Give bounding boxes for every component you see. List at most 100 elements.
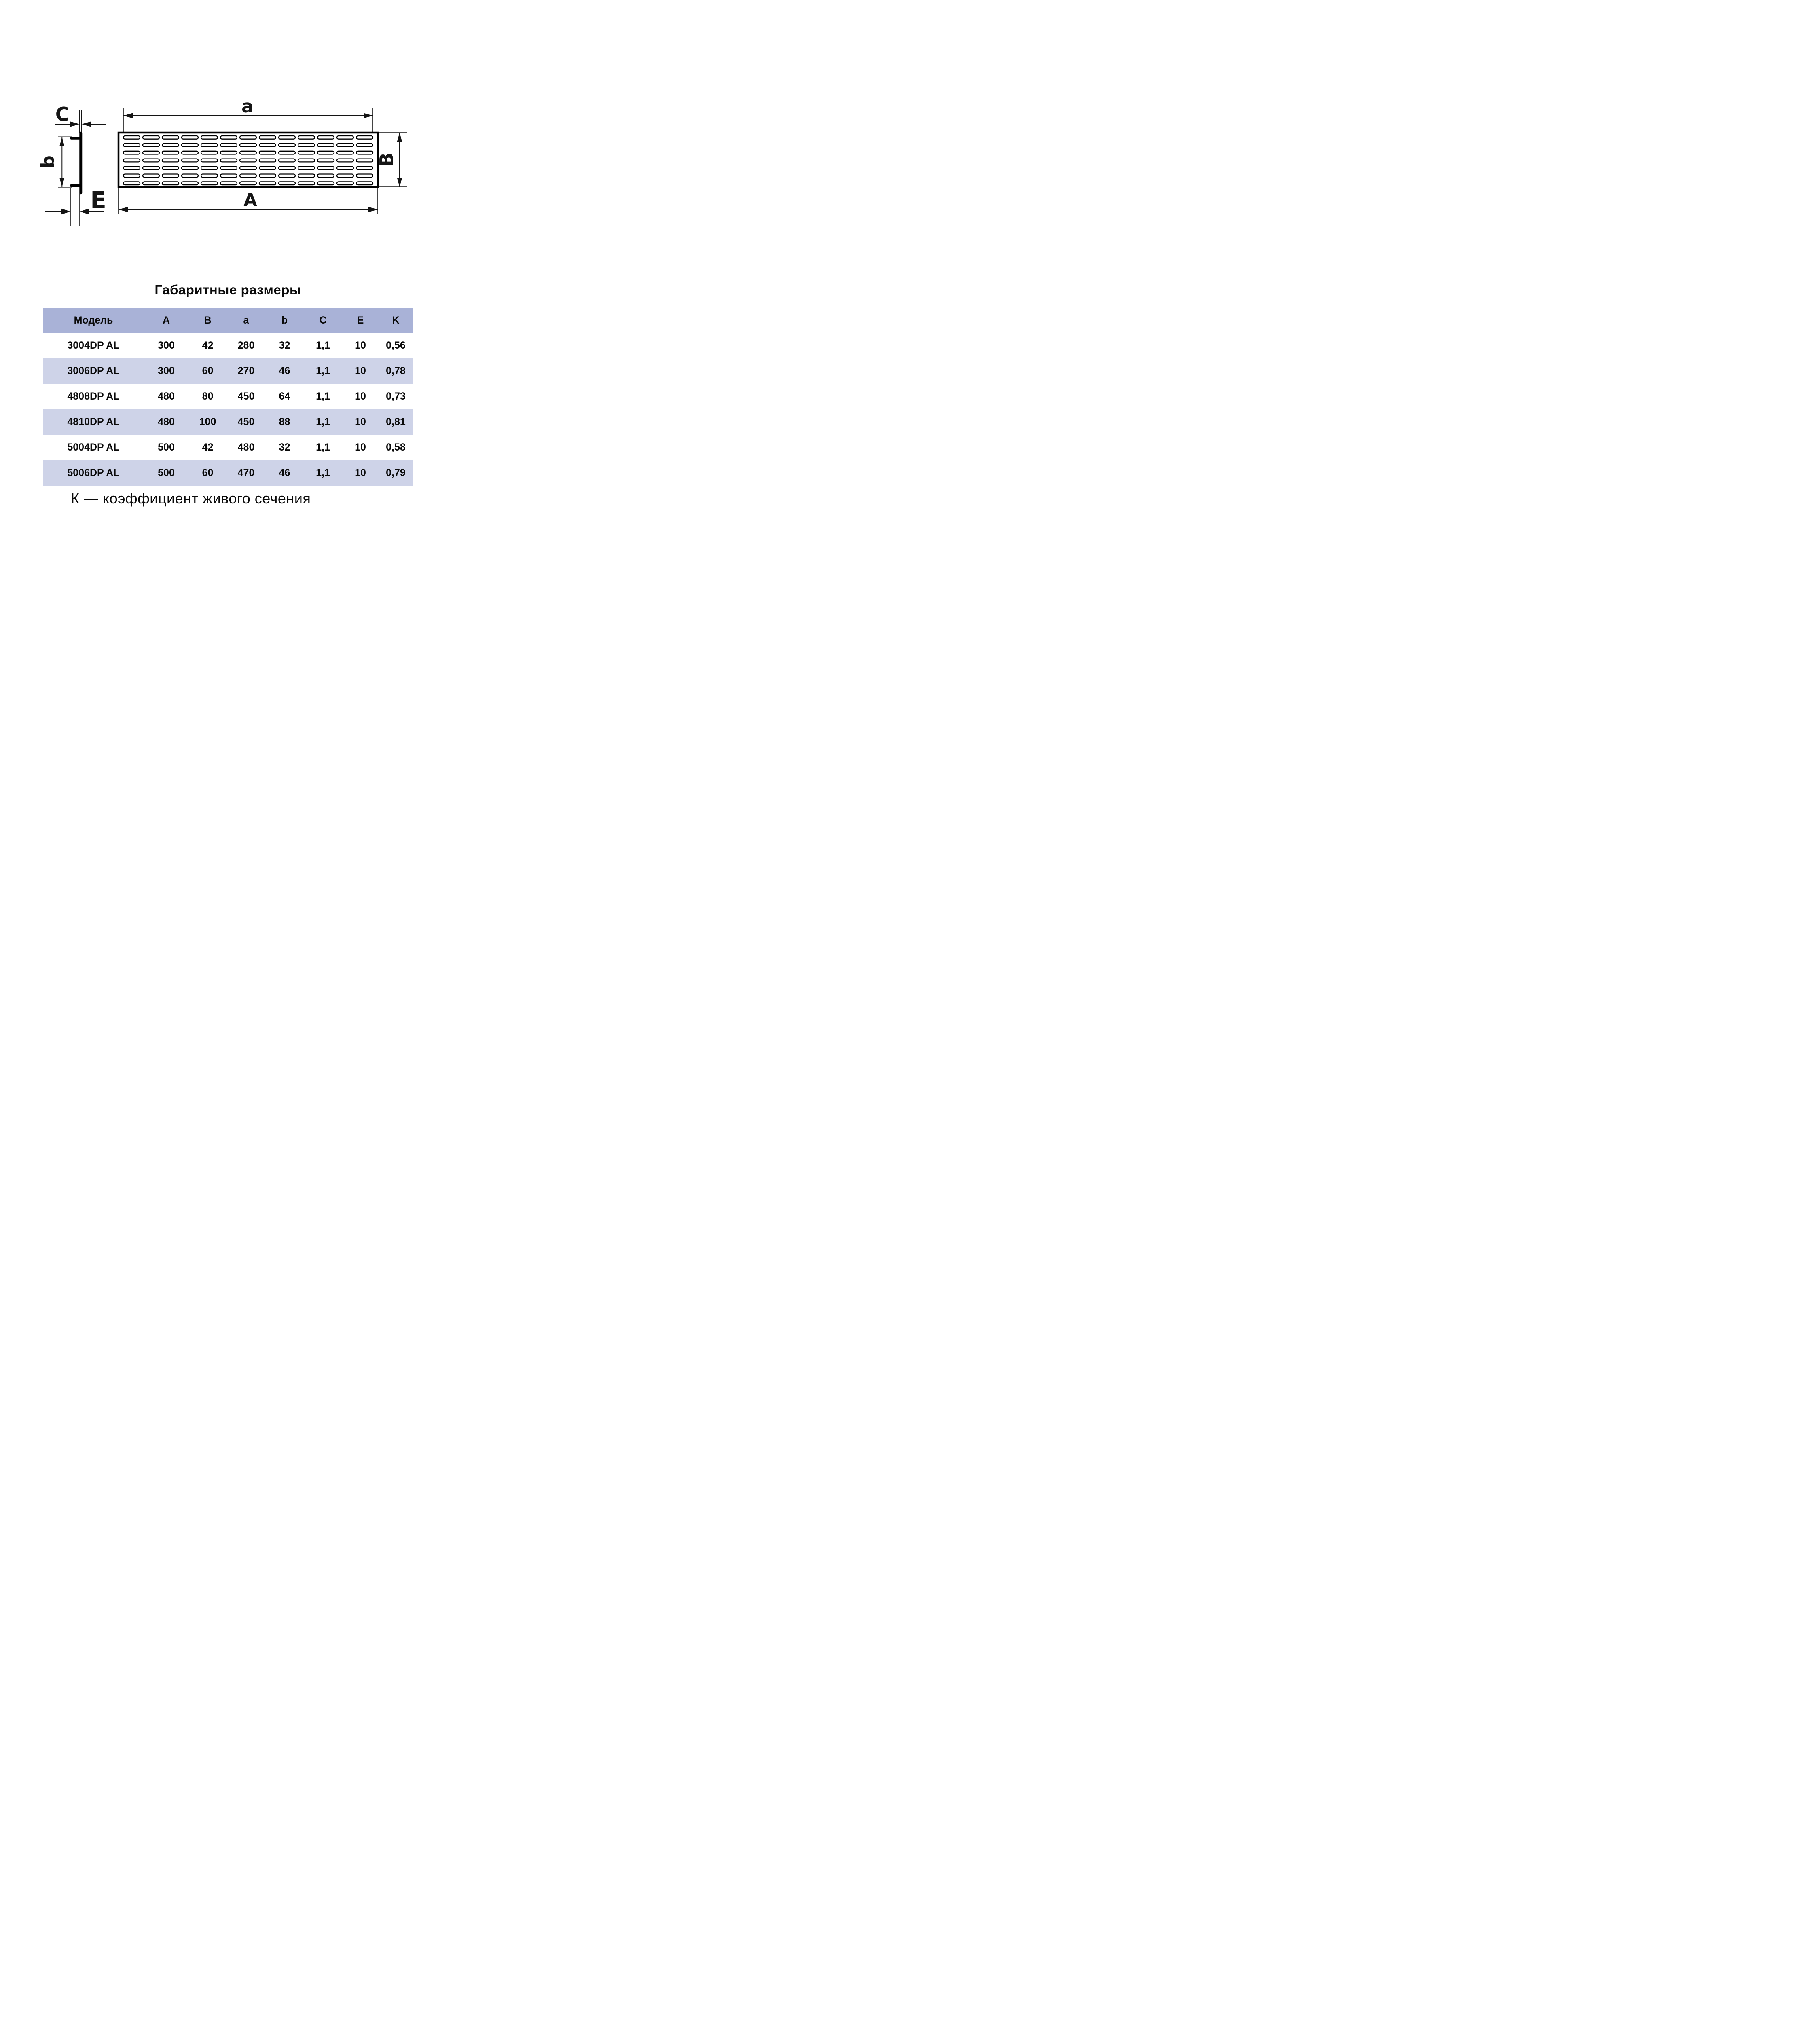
col-header-model: Модель <box>74 314 113 326</box>
slot <box>258 143 277 147</box>
c-arrowhead-right <box>81 121 91 127</box>
slot <box>200 158 218 163</box>
slot <box>258 166 277 170</box>
slot <box>181 181 199 186</box>
side-profile-drawing: C b E <box>38 104 106 226</box>
slot <box>200 135 218 140</box>
dim-label-c: C <box>55 104 70 126</box>
slot <box>356 181 374 186</box>
col-header-K: K <box>392 314 400 326</box>
grille-front-drawing: a A B <box>117 96 407 214</box>
col-header-C: C <box>319 314 327 326</box>
slot <box>239 143 257 147</box>
value-E: 10 <box>355 340 366 351</box>
slot <box>142 181 160 186</box>
slot <box>220 166 238 170</box>
slot <box>297 173 315 178</box>
slot <box>161 158 180 163</box>
slot <box>258 135 277 140</box>
e-arrowhead-right <box>80 208 89 215</box>
value-C: 1,1 <box>316 365 330 376</box>
slot-grid <box>123 135 374 186</box>
col-header-b: b <box>281 314 288 326</box>
slot <box>161 181 180 186</box>
slot <box>278 173 296 178</box>
value-a: 280 <box>237 340 255 351</box>
model-name: 4808DP AL <box>67 391 120 402</box>
slot <box>220 135 238 140</box>
table-row: 4808DP AL 480 80 450 64 1,1 10 0,73 <box>43 384 413 409</box>
value-A: 300 <box>158 340 175 351</box>
slot <box>181 150 199 155</box>
b-arrowhead-top <box>59 137 65 146</box>
value-B: 100 <box>199 416 216 427</box>
value-K: 0,81 <box>386 416 406 427</box>
slot <box>123 166 141 170</box>
slot <box>297 158 315 163</box>
value-E: 10 <box>355 365 366 376</box>
value-a: 470 <box>237 467 255 478</box>
model-name: 3004DP AL <box>67 340 120 351</box>
slot <box>220 173 238 178</box>
value-A: 300 <box>158 365 175 376</box>
slot <box>278 158 296 163</box>
slot <box>356 143 374 147</box>
slot <box>200 173 218 178</box>
slot <box>278 181 296 186</box>
value-K: 0,73 <box>386 391 406 402</box>
slot <box>161 166 180 170</box>
slot <box>278 166 296 170</box>
dimension-drawing: C b E <box>38 96 407 226</box>
slot <box>317 158 335 163</box>
slot <box>239 166 257 170</box>
value-C: 1,1 <box>316 442 330 453</box>
value-B: 60 <box>202 467 214 478</box>
slot <box>220 143 238 147</box>
slot <box>239 135 257 140</box>
slot <box>278 143 296 147</box>
slot <box>356 158 374 163</box>
slot <box>123 173 141 178</box>
slot <box>317 135 335 140</box>
slot <box>356 166 374 170</box>
value-a: 270 <box>237 365 255 376</box>
value-b: 88 <box>279 416 290 427</box>
slot <box>161 150 180 155</box>
table-header-row: Модель A B a b C E K <box>43 308 413 333</box>
slot <box>297 143 315 147</box>
slot <box>336 173 354 178</box>
value-K: 0,78 <box>386 365 406 376</box>
value-A: 480 <box>158 416 175 427</box>
slot <box>336 143 354 147</box>
slot <box>200 181 218 186</box>
value-B: 42 <box>202 340 214 351</box>
slot <box>181 143 199 147</box>
col-header-B: B <box>204 314 212 326</box>
value-K: 0,58 <box>386 442 406 453</box>
model-name: 3006DP AL <box>67 365 120 376</box>
A-arrowhead-left <box>119 207 128 212</box>
B-arrowhead-bottom <box>397 178 402 187</box>
dim-label-b: b <box>38 155 58 168</box>
slot <box>142 135 160 140</box>
value-b: 46 <box>279 365 290 376</box>
slot <box>123 135 141 140</box>
value-E: 10 <box>355 416 366 427</box>
slot <box>336 150 354 155</box>
slot <box>123 150 141 155</box>
value-a: 450 <box>237 391 255 402</box>
slot <box>181 135 199 140</box>
a-arrowhead-left <box>123 113 133 118</box>
value-K: 0,56 <box>386 340 406 351</box>
slot <box>123 143 141 147</box>
slot <box>161 143 180 147</box>
slot <box>142 143 160 147</box>
slot <box>200 166 218 170</box>
value-b: 32 <box>279 442 290 453</box>
col-header-E: E <box>357 314 364 326</box>
slot <box>239 158 257 163</box>
value-a: 480 <box>237 442 255 453</box>
slot <box>336 181 354 186</box>
table-title: Габаритные размеры <box>154 282 301 297</box>
slot <box>336 158 354 163</box>
